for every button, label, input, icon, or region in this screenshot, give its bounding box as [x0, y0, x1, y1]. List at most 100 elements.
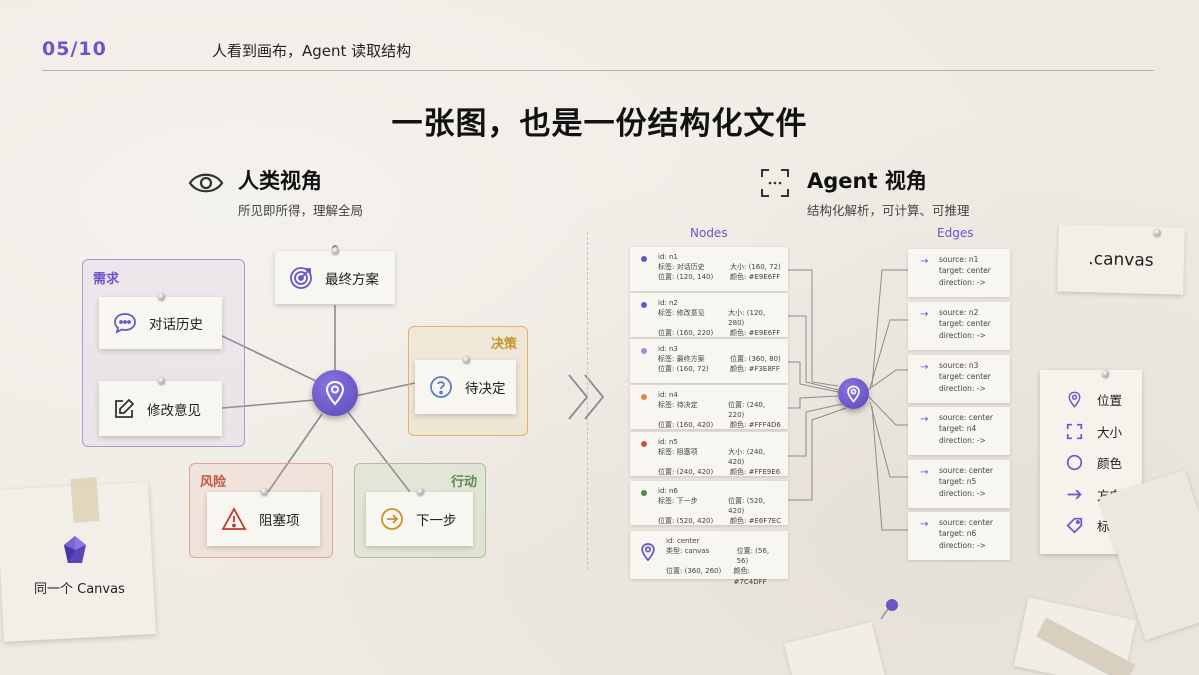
circle-icon: [1066, 454, 1083, 471]
node-id: id: n2: [658, 298, 782, 308]
canvas-file-note: .canvas: [1057, 224, 1185, 294]
tape-strip: [70, 477, 99, 523]
legend-label: 颜色: [1097, 453, 1122, 472]
node-size: 位置: (56, 56): [737, 546, 782, 566]
edge-target: target: center: [939, 371, 1010, 382]
arrow-right-icon: →: [920, 465, 928, 480]
arrow-right-icon: →: [920, 517, 928, 532]
node-size: 位置: (240, 220): [728, 400, 782, 420]
agent-center-node[interactable]: [838, 378, 869, 409]
node-pos: 位置: (120, 140): [658, 272, 730, 282]
node-id: id: n1: [658, 252, 782, 262]
node-card-n2[interactable]: id: n2 标签: 修改意见大小: (120, 280) 位置: (160, …: [630, 293, 788, 337]
pushpin-icon: [878, 597, 902, 623]
node-size: 大小: (120, 280): [728, 308, 782, 328]
node-label: 标签: 阻塞项: [658, 447, 728, 467]
node-color: 颜色: #7C4DFF: [734, 566, 782, 586]
edge-source: source: n3: [939, 360, 1010, 371]
node-id: id: center: [666, 536, 782, 546]
tag-icon: [1066, 517, 1083, 534]
edge-target: target: n5: [939, 476, 1010, 487]
edge-direction: direction: ->: [939, 435, 1010, 446]
edge-card[interactable]: → source: center target: n5 direction: -…: [908, 460, 1010, 508]
node-id: id: n5: [658, 437, 782, 447]
edge-direction: direction: ->: [939, 540, 1010, 551]
edge-card[interactable]: → source: n1 target: center direction: -…: [908, 249, 1010, 297]
node-pos: 位置: (160, 72): [658, 364, 730, 374]
node-card-n6[interactable]: id: n6 标签: 下一步位置: (520, 420) 位置: (520, 4…: [630, 481, 788, 525]
edge-source: source: center: [939, 465, 1010, 476]
node-color: 颜色: #E6F7EC: [730, 516, 781, 526]
node-label: 标签: 最终方案: [658, 354, 730, 364]
edge-direction: direction: ->: [939, 488, 1010, 499]
edge-direction: direction: ->: [939, 330, 1010, 341]
location-pin-icon: [1066, 391, 1083, 408]
edge-card[interactable]: → source: center target: n6 direction: -…: [908, 512, 1010, 560]
node-card-n1[interactable]: id: n1 标签: 对话历史大小: (160, 72) 位置: (120, 1…: [630, 247, 788, 291]
node-label: 标签: 修改意见: [658, 308, 728, 328]
arrow-right-icon: [1066, 486, 1083, 503]
edge-source: source: n1: [939, 254, 1010, 265]
node-color-dot: [641, 302, 647, 308]
node-card-n4[interactable]: id: n4 标签: 待决定位置: (240, 220) 位置: (160, 4…: [630, 385, 788, 429]
node-color-dot: [641, 441, 647, 447]
node-color-dot: [641, 394, 647, 400]
node-pos: 位置: (360, 260): [666, 566, 734, 586]
location-pin-icon: [846, 385, 861, 403]
node-label: 标签: 下一步: [658, 496, 728, 516]
node-label: 标签: 待决定: [658, 400, 728, 420]
edge-target: target: n6: [939, 528, 1010, 539]
legend-label: 大小: [1097, 422, 1122, 441]
arrow-right-icon: →: [920, 412, 928, 427]
edge-source: source: center: [939, 412, 1010, 423]
node-size: 大小: (160, 72): [730, 262, 781, 272]
node-color-dot: [641, 348, 647, 354]
node-color: 颜色: #FFE9E6: [730, 467, 780, 477]
arrow-right-icon: →: [920, 307, 928, 322]
node-color-dot: [641, 256, 647, 262]
location-pin-icon: [640, 542, 656, 562]
edge-target: target: center: [939, 318, 1010, 329]
edge-target: target: n4: [939, 423, 1010, 434]
edge-card[interactable]: → source: center target: n4 direction: -…: [908, 407, 1010, 455]
node-id: id: n3: [658, 344, 782, 354]
pushpin: [1154, 229, 1161, 236]
node-color: 颜色: #E9E6FF: [730, 272, 780, 282]
node-color: 颜色: #F3E8FF: [730, 364, 780, 374]
node-pos: 位置: (240, 420): [658, 467, 730, 477]
node-pos: 位置: (160, 420): [658, 420, 730, 430]
legend-item-position: 位置: [1066, 384, 1142, 416]
same-canvas-label: 同一个 Canvas: [34, 578, 125, 597]
legend-item-size: 大小: [1066, 416, 1142, 448]
node-color-dot: [641, 490, 647, 496]
arrow-right-icon: →: [920, 254, 928, 269]
arrow-right-icon: →: [920, 360, 928, 375]
edge-source: source: n2: [939, 307, 1010, 318]
node-id: id: n6: [658, 486, 782, 496]
edge-target: target: center: [939, 265, 1010, 276]
node-color: 颜色: #E9E6FF: [730, 328, 780, 338]
edge-card[interactable]: → source: n3 target: center direction: -…: [908, 355, 1010, 403]
node-size: 位置: (360, 80): [730, 354, 781, 364]
edge-source: source: center: [939, 517, 1010, 528]
node-card-n5[interactable]: id: n5 标签: 阻塞项大小: (240, 420) 位置: (240, 4…: [630, 432, 788, 476]
edge-direction: direction: ->: [939, 277, 1010, 288]
canvas-file-label: .canvas: [1088, 249, 1154, 271]
node-size: 位置: (520, 420): [728, 496, 782, 516]
edge-direction: direction: ->: [939, 383, 1010, 394]
legend-item-color: 颜色: [1066, 447, 1142, 479]
node-label: 标签: 对话历史: [658, 262, 730, 272]
node-id: id: n4: [658, 390, 782, 400]
node-color: 颜色: #FFF4D6: [730, 420, 781, 430]
legend-label: 位置: [1097, 390, 1122, 409]
crystal-icon: [62, 535, 88, 567]
node-size: 大小: (240, 420): [728, 447, 782, 467]
node-pos: 位置: (520, 420): [658, 516, 730, 526]
pushpin: [1102, 370, 1109, 377]
node-card-n3[interactable]: id: n3 标签: 最终方案位置: (360, 80) 位置: (160, 7…: [630, 339, 788, 383]
resize-frame-icon: [1066, 423, 1083, 440]
node-pos: 位置: (160, 220): [658, 328, 730, 338]
edge-card[interactable]: → source: n2 target: center direction: -…: [908, 302, 1010, 350]
